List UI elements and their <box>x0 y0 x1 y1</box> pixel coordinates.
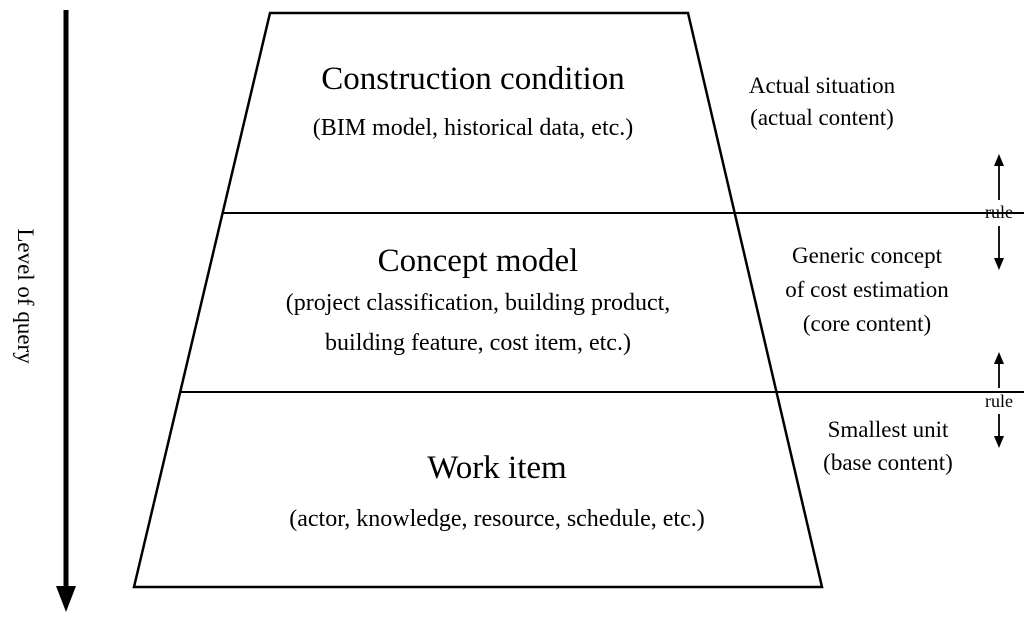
level-title: Work item <box>427 450 567 486</box>
rule-marker-bottom: rule <box>985 352 1013 448</box>
rule-arrow-down-head-icon <box>994 436 1004 448</box>
query-level-axis: Level of query <box>13 10 76 612</box>
axis-label: Level of query <box>13 228 38 364</box>
level-side-note: (base content) <box>823 450 953 475</box>
level-subtitle: (BIM model, historical data, etc.) <box>313 115 634 141</box>
rule-label: rule <box>985 202 1013 222</box>
level-construction-condition: Construction condition (BIM model, histo… <box>313 61 896 141</box>
level-side-note: Smallest unit <box>828 417 949 442</box>
level-subtitle: (project classification, building produc… <box>286 290 671 316</box>
rule-arrow-up-head-icon <box>994 352 1004 364</box>
level-title: Construction condition <box>321 61 624 97</box>
level-work-item: Work item (actor, knowledge, resource, s… <box>289 417 953 532</box>
level-concept-model: Concept model (project classification, b… <box>286 243 950 356</box>
level-side-note: (core content) <box>803 311 931 336</box>
axis-arrow-head-icon <box>56 586 76 612</box>
level-subtitle: (actor, knowledge, resource, schedule, e… <box>289 506 705 532</box>
rule-arrow-up-head-icon <box>994 154 1004 166</box>
rule-arrow-down-head-icon <box>994 258 1004 270</box>
rule-label: rule <box>985 391 1013 411</box>
level-title: Concept model <box>378 243 579 279</box>
level-side-note: Generic concept <box>792 243 943 268</box>
level-subtitle: building feature, cost item, etc.) <box>325 330 631 356</box>
rule-marker-top: rule <box>985 154 1013 270</box>
level-side-note: (actual content) <box>750 105 894 130</box>
pyramid <box>132 11 1024 589</box>
level-side-note: Actual situation <box>749 73 896 98</box>
level-side-note: of cost estimation <box>785 277 949 302</box>
pyramid-outline <box>132 11 824 589</box>
